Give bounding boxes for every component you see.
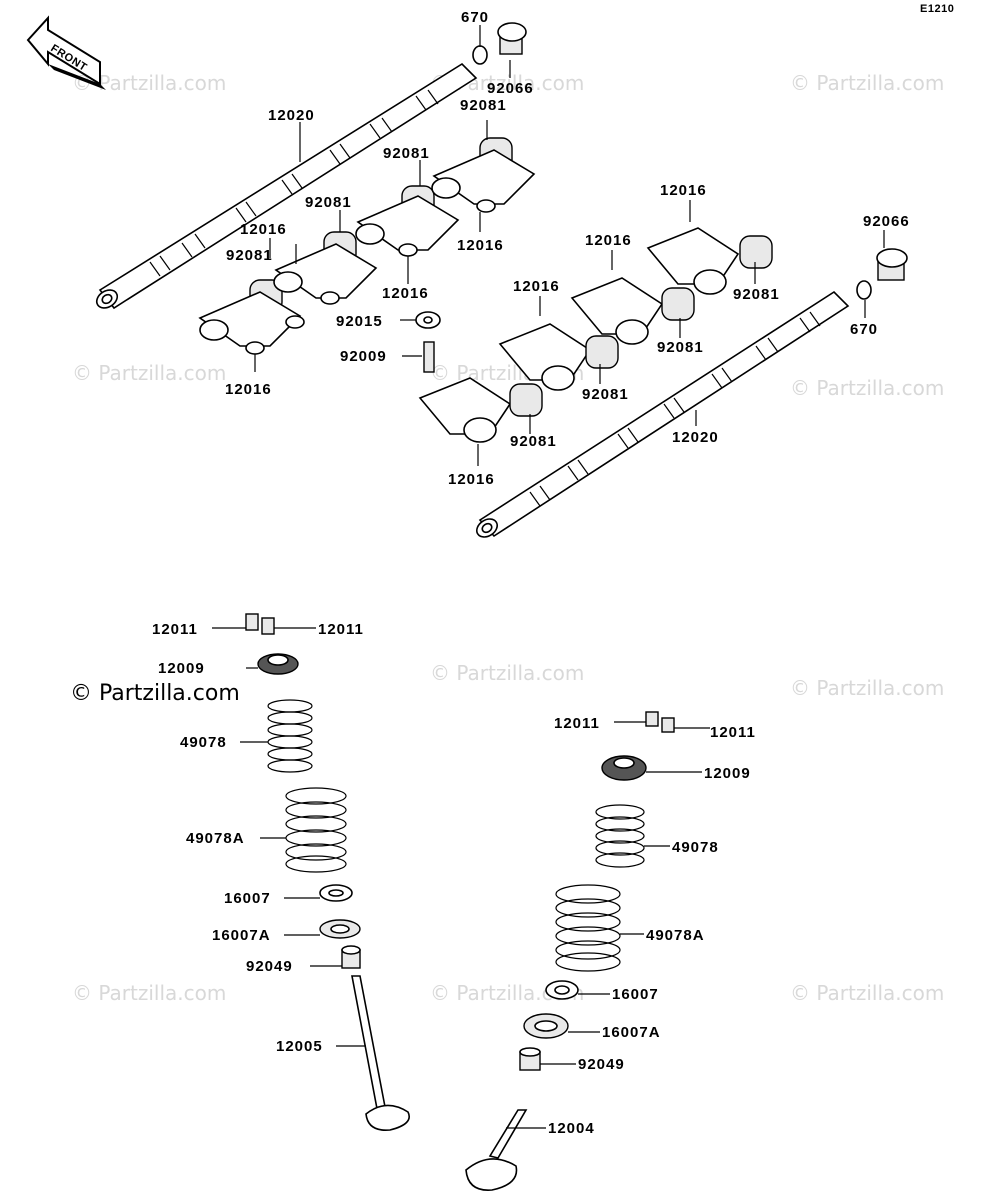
label-92015: 92015	[336, 313, 383, 330]
label-49078-l: 49078	[180, 734, 227, 751]
label-92066-right: 92066	[863, 213, 910, 230]
plug-92066-right	[856, 248, 908, 300]
label-49078A-l: 49078A	[186, 830, 245, 847]
valve-assembly-left	[245, 613, 410, 1131]
label-92009: 92009	[340, 348, 387, 365]
label-12009-l: 12009	[158, 660, 205, 677]
watermarks: © Partzilla.com © Partzilla.com © Partzi…	[70, 71, 944, 1005]
leader-lines-top	[254, 25, 885, 466]
rocker-arms-left	[198, 149, 536, 355]
label-92081-r4: 92081	[510, 433, 557, 450]
label-92066-top: 92066	[487, 80, 534, 97]
label-49078-r: 49078	[672, 839, 719, 856]
camshaft-left	[95, 62, 478, 310]
label-16007-l: 16007	[224, 890, 271, 907]
label-12020-right: 12020	[672, 429, 719, 446]
label-12016-r2: 12016	[585, 232, 632, 249]
labels-top: 670 92066 12020 92081 92081 92081 12016 …	[225, 9, 910, 488]
label-670-top: 670	[461, 9, 489, 26]
label-670-right: 670	[850, 321, 878, 338]
label-12016-a: 12016	[240, 221, 287, 238]
watermark-6: © Partzilla.com	[790, 376, 944, 400]
label-12016-c: 12016	[382, 285, 429, 302]
label-92081-b: 92081	[383, 145, 430, 162]
label-12005: 12005	[276, 1038, 323, 1055]
watermark-7: © Partzilla.com	[430, 661, 584, 685]
label-92081-r3: 92081	[582, 386, 629, 403]
watermark-4: © Partzilla.com	[72, 361, 226, 385]
adjusting-screw-92009	[423, 341, 435, 373]
label-16007A-l: 16007A	[212, 927, 271, 944]
label-92049-r: 92049	[578, 1056, 625, 1073]
label-12020-left: 12020	[268, 107, 315, 124]
watermark-main: © Partzilla.com	[70, 681, 240, 706]
nut-92015	[415, 311, 441, 329]
label-12016-d: 12016	[225, 381, 272, 398]
front-arrow-icon: FRONT	[26, 15, 106, 90]
label-12011-r1: 12011	[554, 715, 600, 732]
label-92049-l: 92049	[246, 958, 293, 975]
label-12011-r2: 12011	[710, 724, 756, 741]
label-12009-r: 12009	[704, 765, 751, 782]
watermark-9: © Partzilla.com	[72, 981, 226, 1005]
label-92081-a: 92081	[460, 97, 507, 114]
watermark-11: © Partzilla.com	[790, 981, 944, 1005]
rocker-arms-right	[418, 227, 773, 443]
leader-lines-right-valve	[506, 721, 710, 1129]
label-92081-r1: 92081	[733, 286, 780, 303]
label-12004: 12004	[548, 1120, 595, 1137]
leader-lines-left-valve	[212, 627, 366, 1047]
plug-92066-top	[472, 22, 527, 65]
label-92081-c: 92081	[305, 194, 352, 211]
labels-right-valve: 12011 12011 12009 49078 49078A 16007 160…	[548, 715, 756, 1137]
label-12016-r1: 12016	[660, 182, 707, 199]
watermark-8: © Partzilla.com	[790, 676, 944, 700]
label-12016-r3: 12016	[513, 278, 560, 295]
camshaft-right	[475, 290, 850, 538]
label-16007A-r: 16007A	[602, 1024, 661, 1041]
label-92081-d: 92081	[226, 247, 273, 264]
valve-assembly-right	[465, 711, 675, 1191]
label-92081-r2: 92081	[657, 339, 704, 356]
watermark-3: © Partzilla.com	[790, 71, 944, 95]
labels-left-valve: 12011 12011 12009 49078 49078A 16007 160…	[152, 621, 364, 1055]
label-16007-r: 16007	[612, 986, 659, 1003]
label-49078A-r: 49078A	[646, 927, 705, 944]
label-12011-l1: 12011	[152, 621, 198, 638]
label-12016-r4: 12016	[448, 471, 495, 488]
label-12011-l2: 12011	[318, 621, 364, 638]
diagram-code: E1210	[920, 3, 954, 15]
label-12016-b: 12016	[457, 237, 504, 254]
